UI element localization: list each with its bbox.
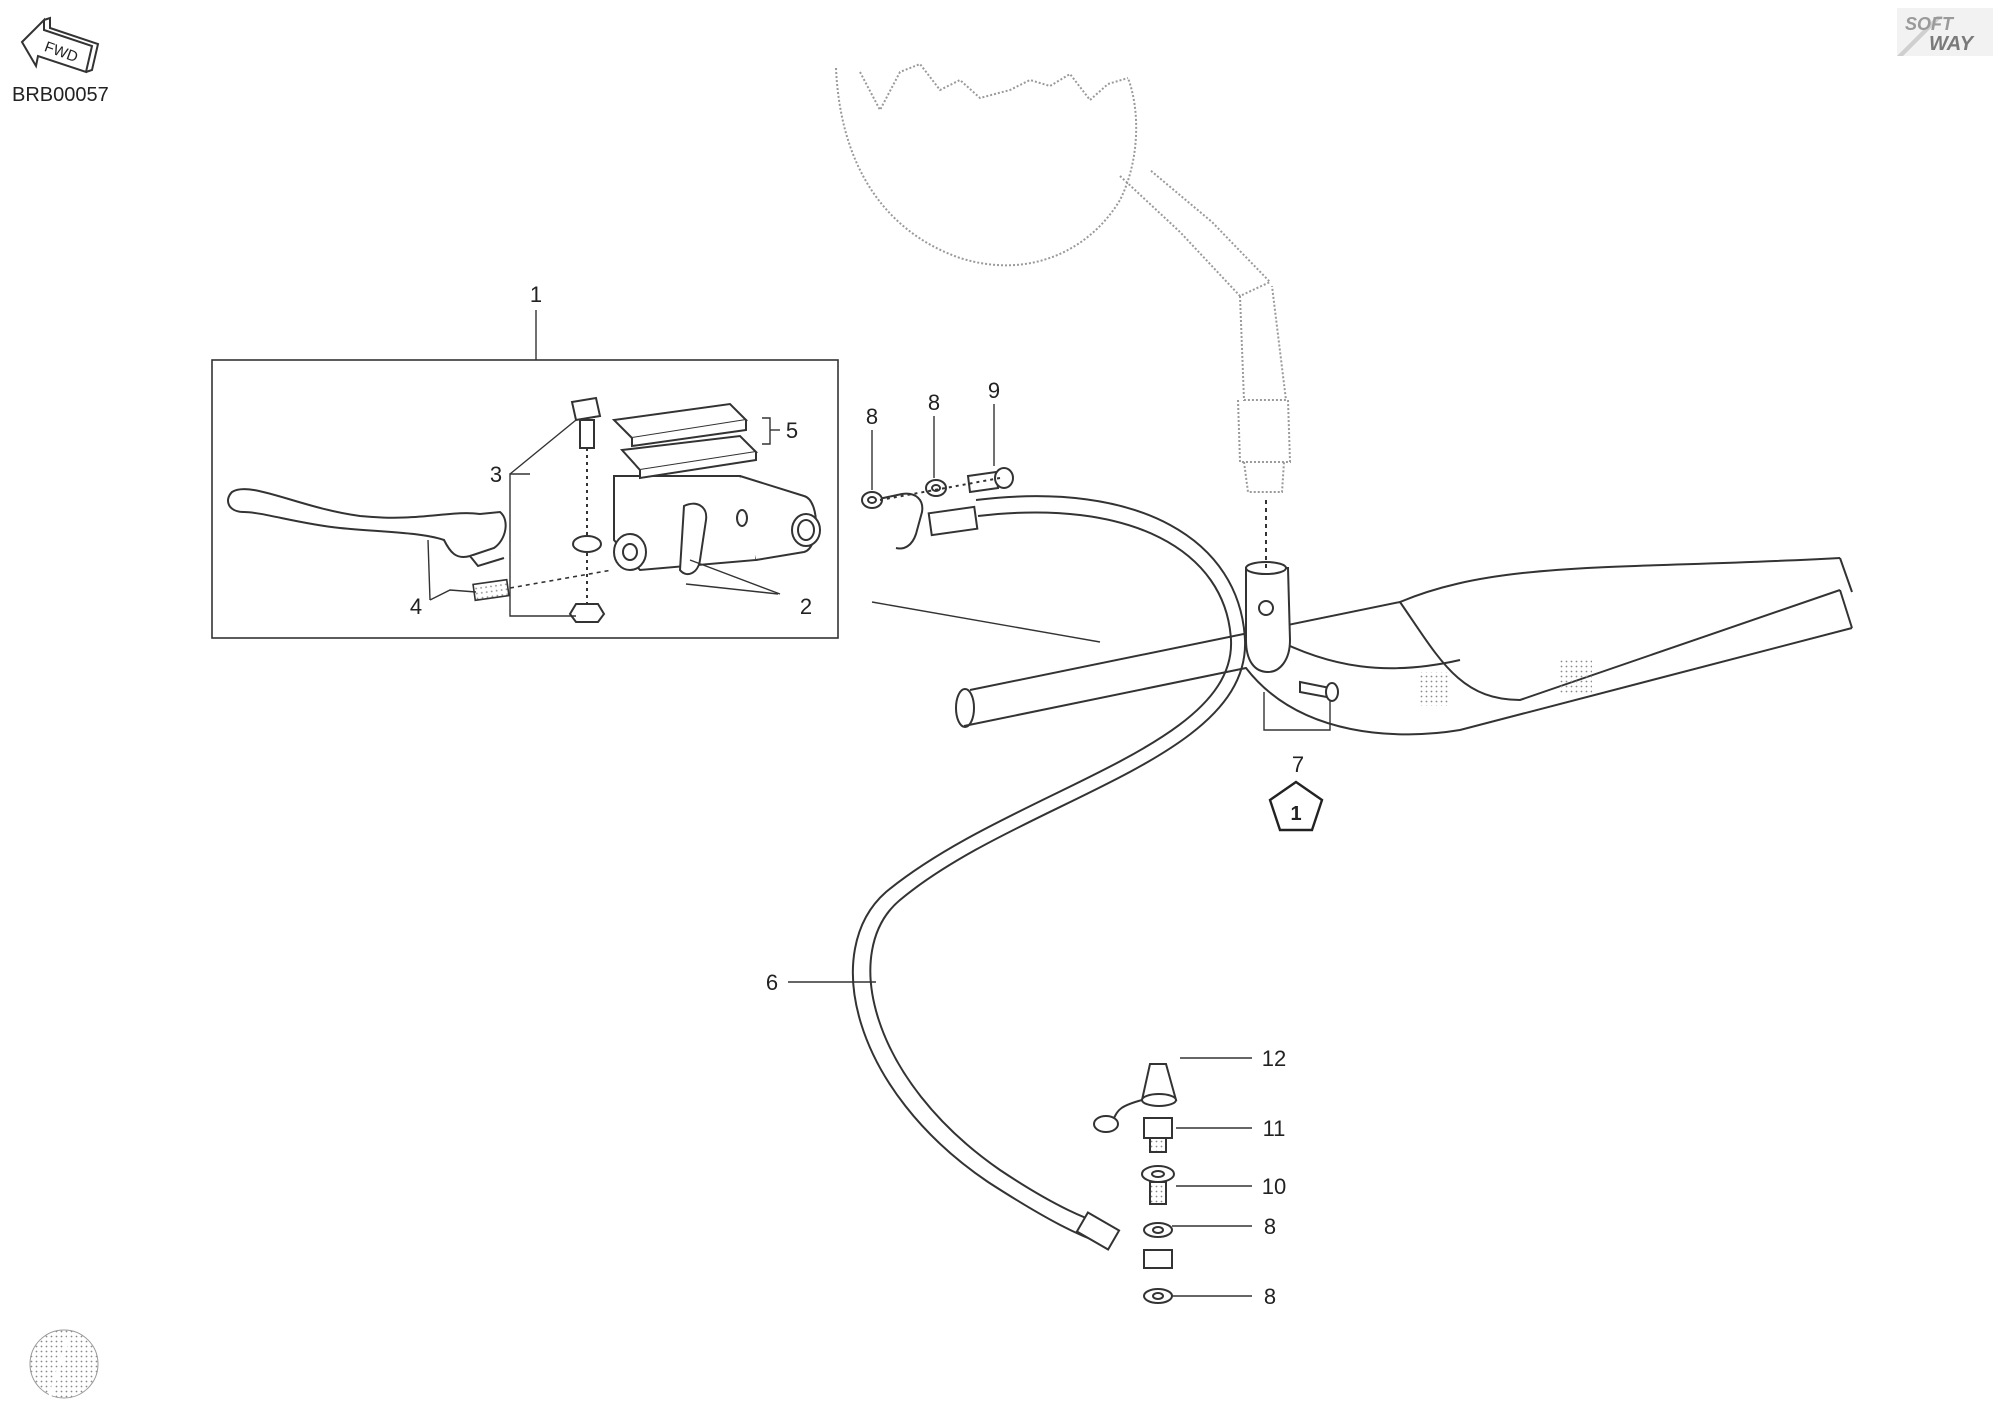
callout-11: 11 [1263, 1116, 1286, 1141]
drawing-code: BRB00057 [12, 84, 109, 106]
callout-8d: 8 [1264, 1284, 1276, 1309]
mirror-outline [835, 62, 1292, 493]
master-cylinder-box [211, 359, 839, 639]
master-cylinder-body [613, 475, 821, 576]
callout-2: 2 [800, 594, 812, 619]
leader-lines [427, 310, 1331, 1297]
bleeder-parts [1093, 1063, 1178, 1304]
brake-hose [851, 492, 1247, 1251]
callout-5: 5 [786, 418, 798, 443]
callout-8c: 8 [1264, 1214, 1276, 1239]
callout-10: 10 [1262, 1174, 1286, 1199]
adjuster-spring [472, 569, 613, 602]
callout-7: 7 [1292, 752, 1304, 777]
callout-8b: 8 [928, 390, 940, 415]
reservoir-cover [611, 402, 759, 480]
callout-9: 9 [988, 378, 1000, 403]
softway-logo: SOFT WAY [1897, 8, 1993, 56]
note-symbol-pentagon: 1 [1268, 780, 1324, 832]
note-symbol-label: 1 [1290, 803, 1301, 825]
logo-text-bottom: WAY [1929, 33, 1975, 55]
corner-dotted-circle-icon [29, 1329, 99, 1399]
banjo-fittings-top [861, 467, 1014, 509]
brake-lever [227, 488, 507, 568]
pivot-bolt [568, 396, 606, 623]
logo-text-top: SOFT [1905, 14, 1955, 34]
callout-1: 1 [530, 282, 542, 307]
callout-numbers: 1 2 3 4 5 8 8 9 7 6 12 11 10 8 8 [410, 282, 1304, 1309]
handlebar [955, 557, 1853, 736]
callout-6: 6 [766, 970, 778, 995]
callout-3: 3 [490, 462, 502, 487]
callout-8a: 8 [866, 404, 878, 429]
callout-4: 4 [410, 594, 422, 619]
clamp-assembly [1245, 500, 1339, 702]
callout-12: 12 [1262, 1046, 1286, 1071]
fwd-arrow-icon: FWD [20, 16, 100, 74]
